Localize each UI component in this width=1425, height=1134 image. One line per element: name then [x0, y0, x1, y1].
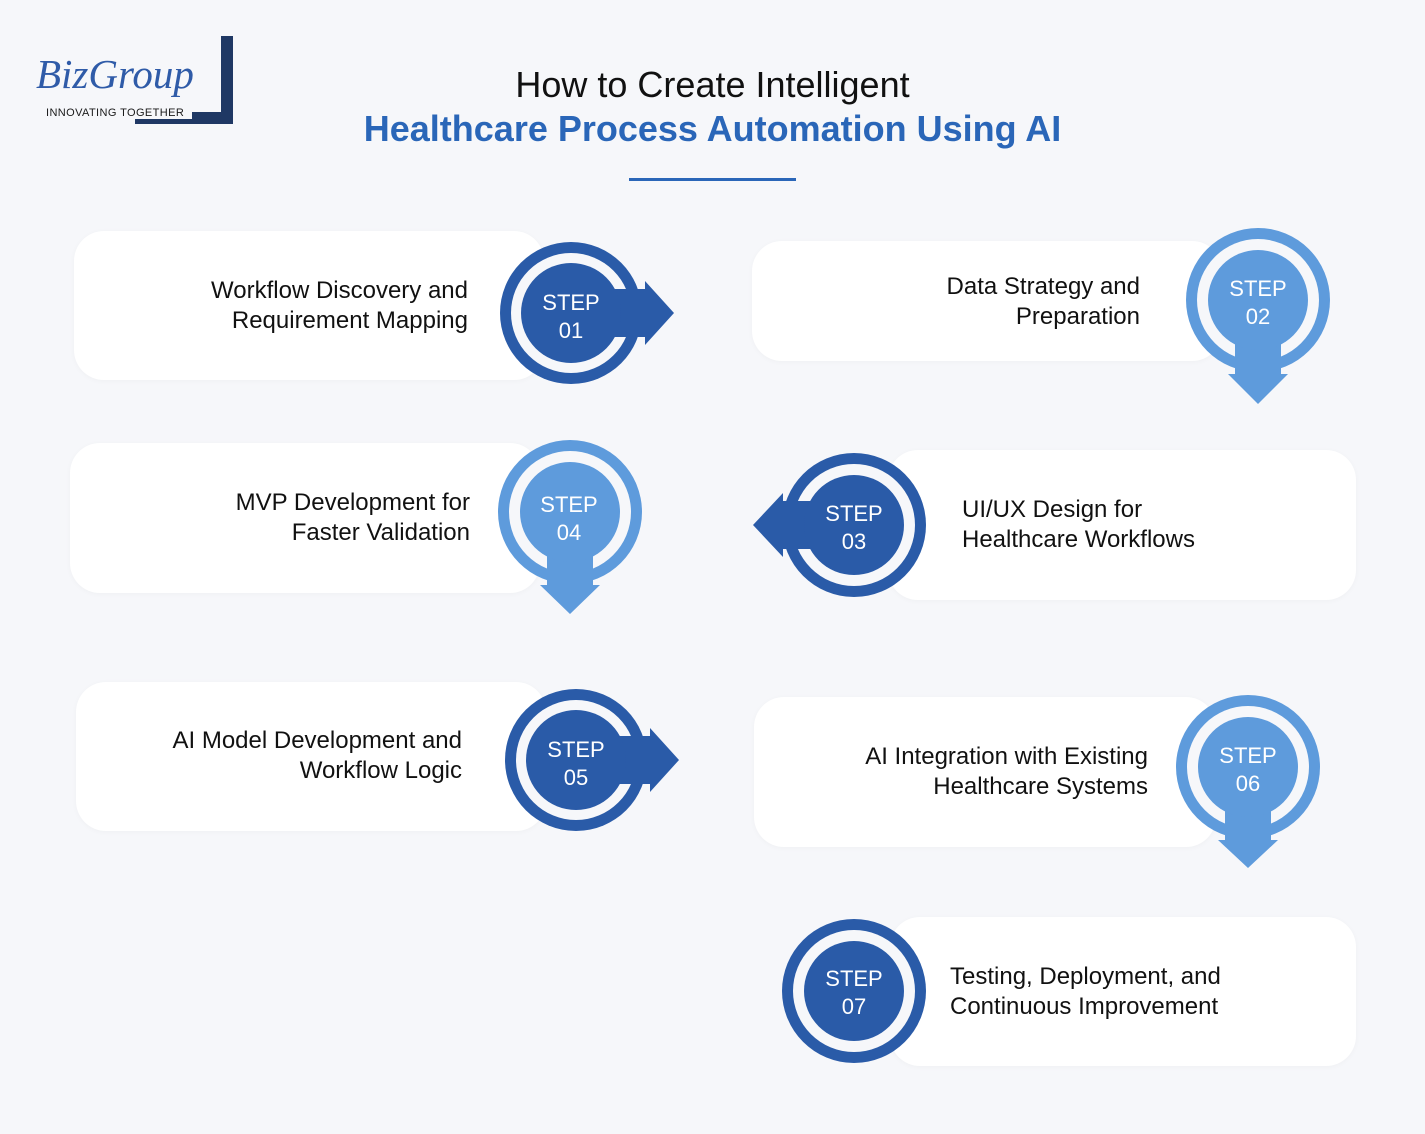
step-04-card [70, 443, 540, 593]
title-line-1: How to Create Intelligent [515, 64, 910, 105]
step-05-badge [505, 689, 679, 831]
arrow-down-icon [1218, 808, 1278, 868]
step-06-card [754, 697, 1216, 847]
step-01-card [74, 231, 544, 380]
arrow-down-icon [1228, 342, 1288, 404]
step-02-card [752, 241, 1222, 361]
step-04-badge [498, 440, 642, 614]
step-06-badge [1176, 695, 1320, 868]
arrow-right-icon [616, 728, 679, 792]
arrow-down-icon [540, 553, 600, 614]
step-03-badge [753, 453, 926, 597]
step-02-badge [1186, 228, 1330, 404]
title-line-2: Healthcare Process Automation Using AI [363, 108, 1062, 149]
arrow-right-icon [611, 281, 674, 345]
bizgroup-logo: BizGroup INNOVATING TOGETHER [34, 36, 234, 126]
step-07-card [890, 917, 1356, 1066]
title-divider [629, 178, 796, 181]
logo-wordmark: BizGroup [36, 51, 196, 97]
step-01-badge [500, 242, 674, 384]
step-05-card [76, 682, 546, 831]
arrow-left-icon [753, 493, 817, 557]
step-03-card [888, 450, 1356, 600]
logo-tagline: INNOVATING TOGETHER [46, 107, 193, 119]
step-07-badge [782, 919, 926, 1063]
